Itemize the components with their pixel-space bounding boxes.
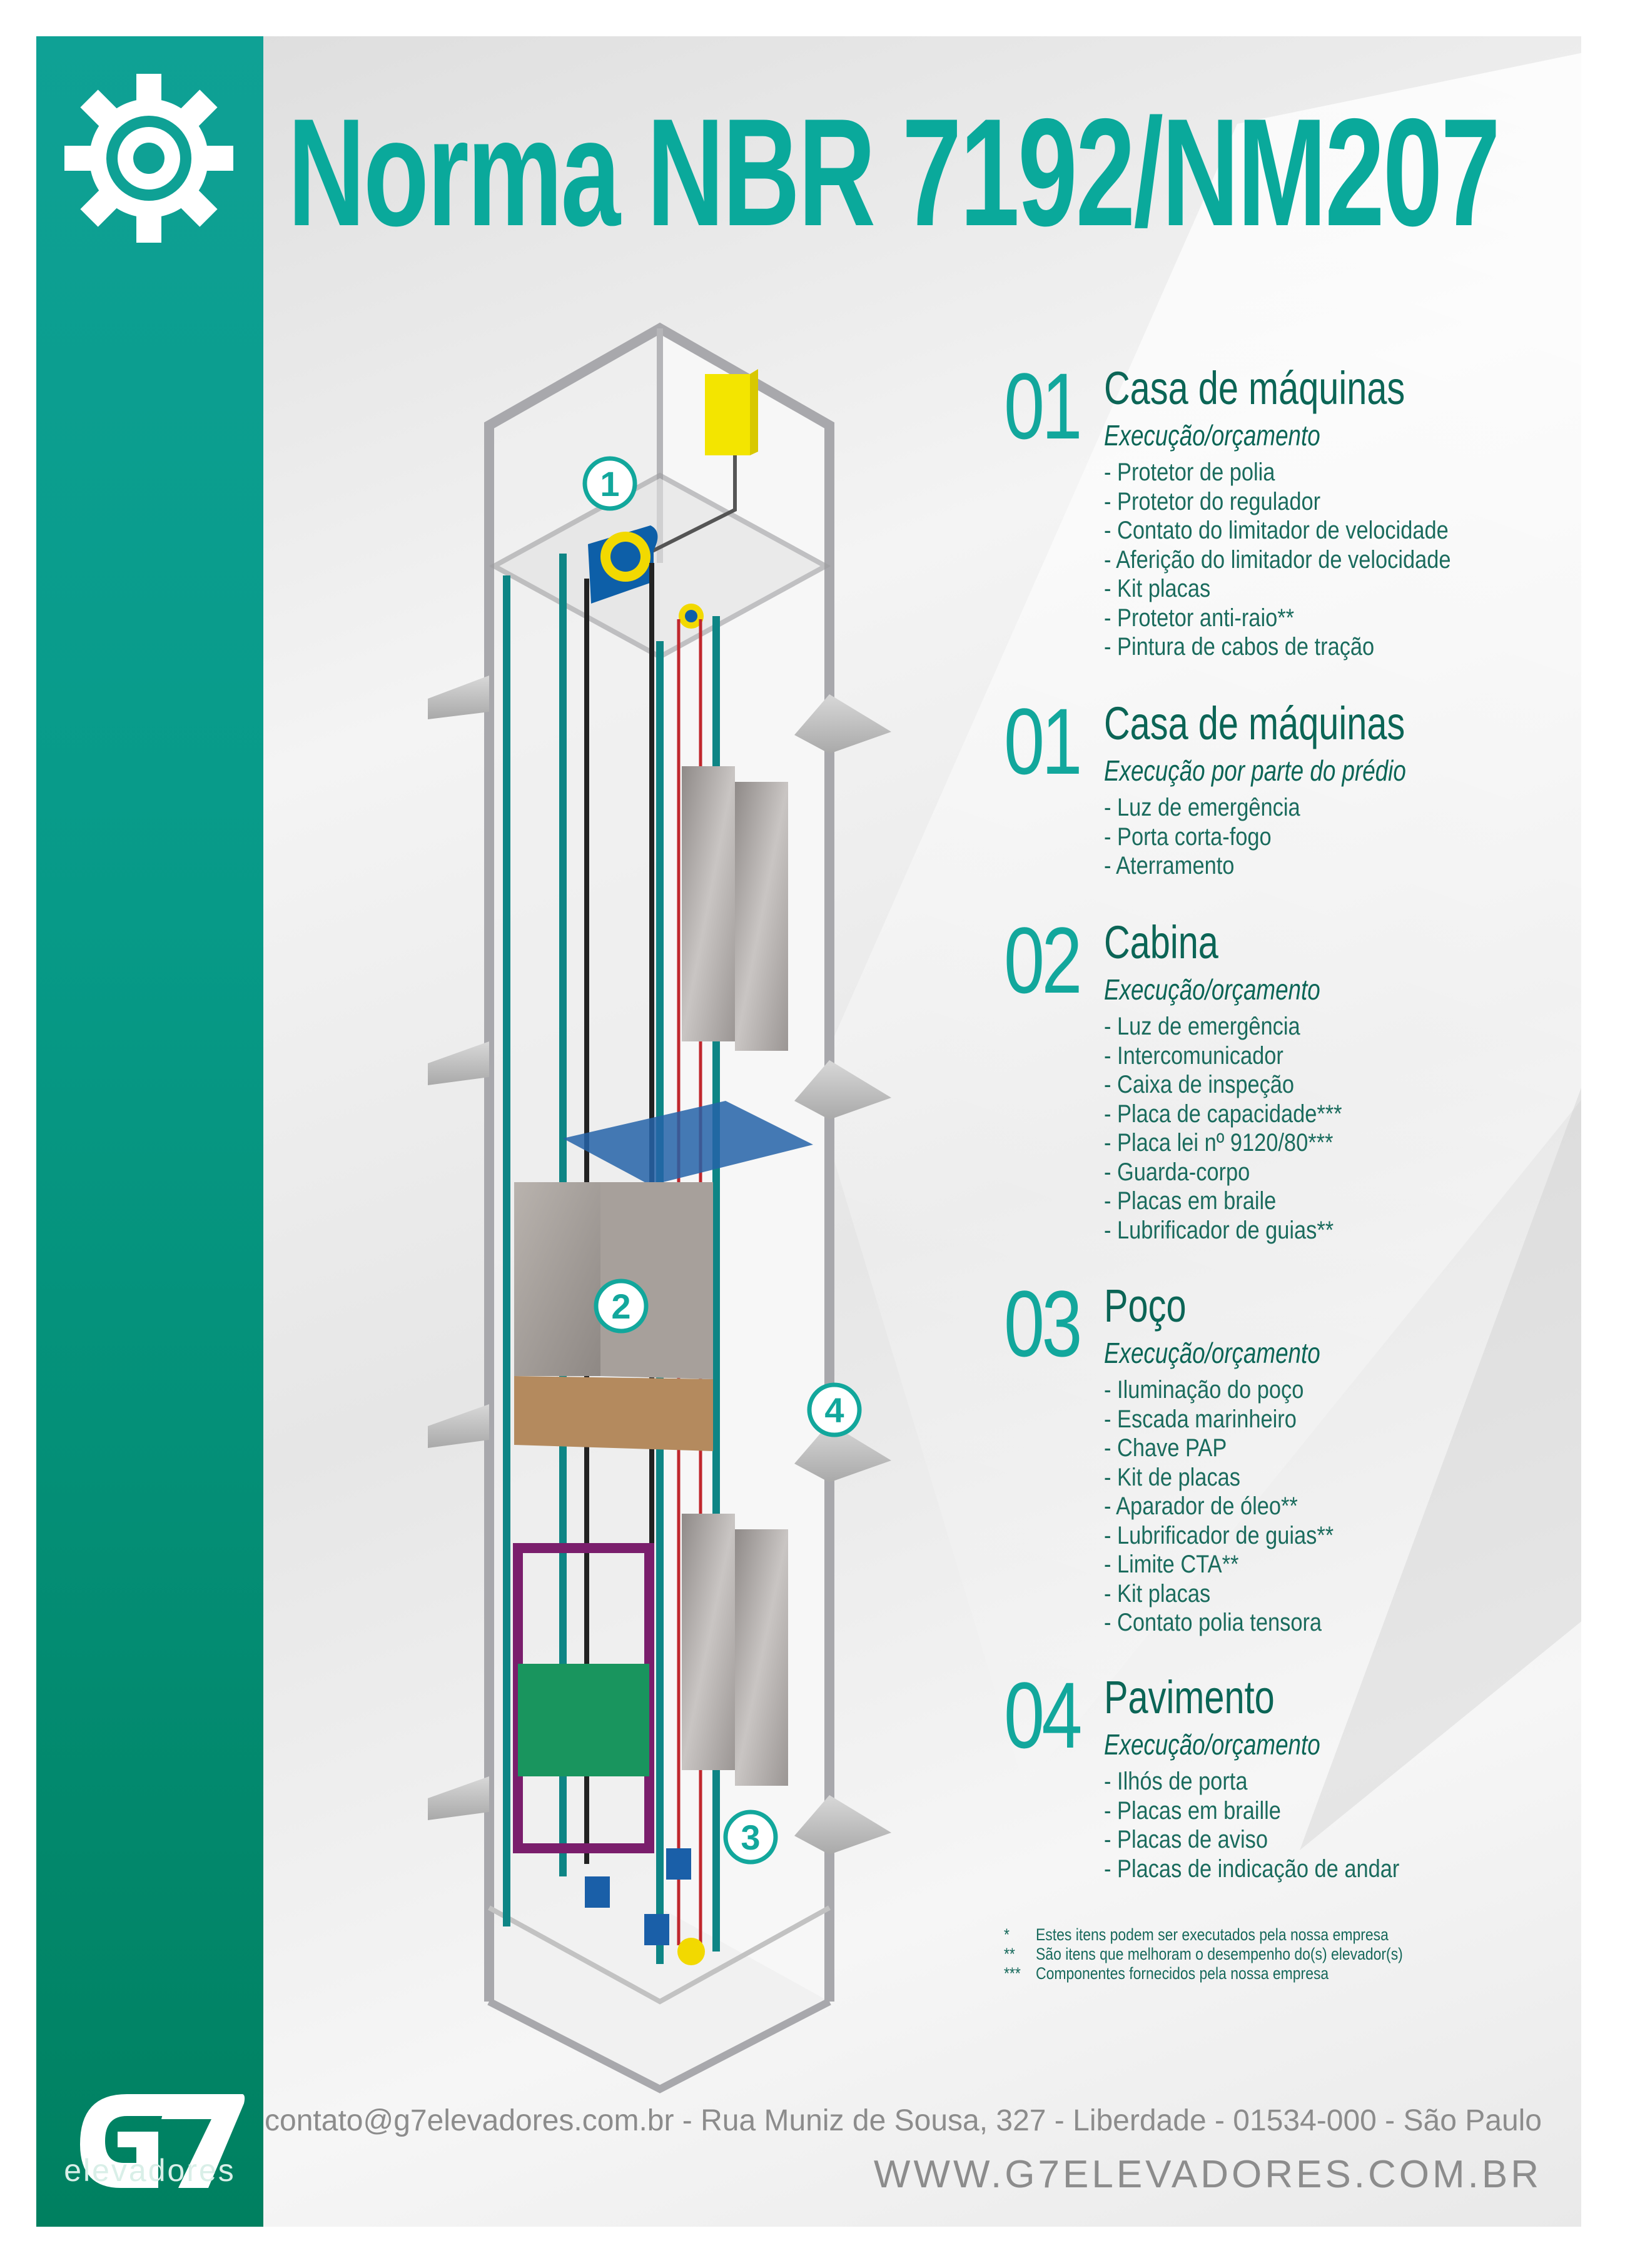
section-number: 01 (1004, 689, 1082, 794)
list-item: - Kit placas (1104, 575, 1211, 602)
section-items: - Luz de emergência - Porta corta-fogo -… (1104, 793, 1332, 881)
section-items: - Luz de emergência - Intercomunicador -… (1104, 1012, 1381, 1245)
list-item: - Aterramento (1104, 852, 1235, 879)
section-number: 03 (1004, 1271, 1082, 1376)
diagram-label-2: 2 (594, 1278, 649, 1334)
pit-equipment (585, 1848, 705, 1965)
page-title: Norma NBR 7192/NM207 (288, 86, 1501, 258)
footnote: ***Componentes fornecidos pela nossa emp… (1004, 1964, 1329, 1983)
section-items: - Iluminação do poço - Escada marinheiro… (1104, 1375, 1371, 1638)
list-item: - Kit de placas (1104, 1463, 1240, 1491)
list-item: - Placas de indicação de andar (1104, 1855, 1400, 1883)
elevator-car (514, 1101, 813, 1451)
poster: elevadores Norma NBR 7192/NM207 (36, 36, 1581, 2227)
section-heading: Pavimento (1104, 1671, 1275, 1723)
section-subtitle: Execução/orçamento (1104, 1728, 1320, 1761)
section-heading: Casa de máquinas (1104, 362, 1405, 414)
list-item: - Iluminação do poço (1104, 1376, 1304, 1404)
svg-text:1: 1 (600, 464, 619, 504)
list-item: - Lubrificador de guias** (1104, 1521, 1334, 1549)
svg-text:3: 3 (741, 1818, 760, 1857)
footnote: **São itens que melhoram o desempenho do… (1004, 1945, 1403, 1963)
svg-text:2: 2 (611, 1287, 630, 1326)
list-item: - Placas de aviso (1104, 1826, 1268, 1853)
section-subtitle: Execução por parte do prédio (1104, 754, 1406, 787)
section-number: 04 (1004, 1663, 1082, 1768)
section-subtitle: Execução/orçamento (1104, 973, 1320, 1006)
control-panel (627, 369, 758, 565)
section-subtitle: Execução/orçamento (1104, 419, 1320, 452)
list-item: - Ilhós de porta (1104, 1768, 1248, 1795)
footnotes: *Estes itens podem ser executados pela n… (1004, 1925, 1473, 1983)
list-item: - Protetor de polia (1104, 458, 1275, 486)
section-heading: Cabina (1104, 916, 1218, 968)
diagram-label-4: 4 (807, 1382, 862, 1437)
list-item: - Placas em braile (1104, 1187, 1277, 1215)
diagram-label-1: 1 (582, 456, 637, 511)
list-item: - Intercomunicador (1104, 1041, 1283, 1070)
list-item: - Caixa de inspeção (1104, 1071, 1295, 1098)
list-item: - Limite CTA** (1104, 1551, 1239, 1578)
list-item: - Lubrificador de guias** (1104, 1216, 1334, 1244)
svg-text:4: 4 (824, 1390, 844, 1430)
list-item: - Contato do limitador de velocidade (1104, 517, 1449, 544)
list-item: - Guarda-corpo (1104, 1158, 1250, 1186)
gear-icon (64, 74, 233, 243)
list-item: - Protetor do regulador (1104, 487, 1321, 515)
sidebar: elevadores (36, 36, 263, 2227)
logo-subtitle: elevadores (64, 2153, 236, 2188)
diagram-label-3: 3 (723, 1810, 778, 1865)
list-item: - Kit placas (1104, 1579, 1211, 1607)
section-number: 02 (1004, 908, 1082, 1013)
list-item: - Escada marinheiro (1104, 1405, 1297, 1433)
list-item: - Placas em braille (1104, 1796, 1281, 1825)
footer-contact: contato@g7elevadores.com.br - Rua Muniz … (265, 2104, 1542, 2137)
list-item: - Luz de emergência (1104, 1013, 1300, 1040)
section-items: - Protetor de polia - Protetor do regula… (1104, 458, 1507, 662)
list-item: - Chave PAP (1104, 1434, 1227, 1462)
list-item: - Luz de emergência (1104, 794, 1300, 821)
footer-url[interactable]: WWW.G7ELEVADORES.COM.BR (873, 2153, 1542, 2196)
list-item: - Aferição do limitador de velocidade (1104, 545, 1451, 574)
list-item: - Placa lei nº 9120/80*** (1104, 1129, 1334, 1157)
section-items: - Ilhós de porta - Placas em braille - P… (1104, 1767, 1447, 1883)
list-item: - Pintura de cabos de tração (1104, 633, 1375, 661)
elevator-diagram: 1 2 3 4 (428, 322, 891, 2093)
g7-logo (80, 2094, 245, 2188)
floor-slabs (428, 676, 891, 1855)
list-item: - Placa de capacidade*** (1104, 1100, 1342, 1128)
list-item: - Porta corta-fogo (1104, 823, 1272, 851)
list-item: - Protetor anti-raio** (1104, 604, 1294, 632)
traction-machine (588, 525, 704, 629)
section-subtitle: Execução/orçamento (1104, 1337, 1320, 1369)
footnote: *Estes itens podem ser executados pela n… (1004, 1925, 1389, 1944)
counterweight (513, 1543, 654, 1853)
section-heading: Poço (1104, 1280, 1187, 1332)
landing-doors (682, 766, 788, 1786)
section-heading: Casa de máquinas (1104, 697, 1405, 749)
section-number: 01 (1004, 353, 1082, 458)
list-item: - Contato polia tensora (1104, 1609, 1322, 1636)
list-item: - Aparador de óleo** (1104, 1492, 1298, 1520)
